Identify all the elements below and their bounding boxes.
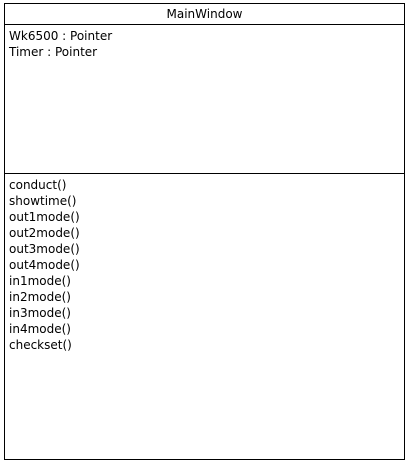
- operation-in2mode: in2mode(): [9, 290, 71, 304]
- attributes-compartment: Wk6500 : Pointer Timer : Pointer: [5, 25, 404, 174]
- uml-class-box: MainWindow Wk6500 : Pointer Timer : Poin…: [4, 3, 405, 460]
- operation-showtime: showtime(): [9, 194, 77, 208]
- operation-conduct: conduct(): [9, 178, 67, 192]
- class-name: MainWindow: [5, 4, 404, 25]
- operation-in3mode: in3mode(): [9, 306, 71, 320]
- operation-in1mode: in1mode(): [9, 274, 71, 288]
- operation-out2mode: out2mode(): [9, 226, 80, 240]
- operation-out4mode: out4mode(): [9, 258, 80, 272]
- operation-out1mode: out1mode(): [9, 210, 80, 224]
- attribute-timer: Timer : Pointer: [9, 45, 98, 59]
- operations-compartment: conduct() showtime() out1mode() out2mode…: [5, 174, 404, 459]
- operation-checkset: checkset(): [9, 338, 72, 352]
- attribute-wk6500: Wk6500 : Pointer: [9, 29, 113, 43]
- operation-out3mode: out3mode(): [9, 242, 80, 256]
- operation-in4mode: in4mode(): [9, 322, 71, 336]
